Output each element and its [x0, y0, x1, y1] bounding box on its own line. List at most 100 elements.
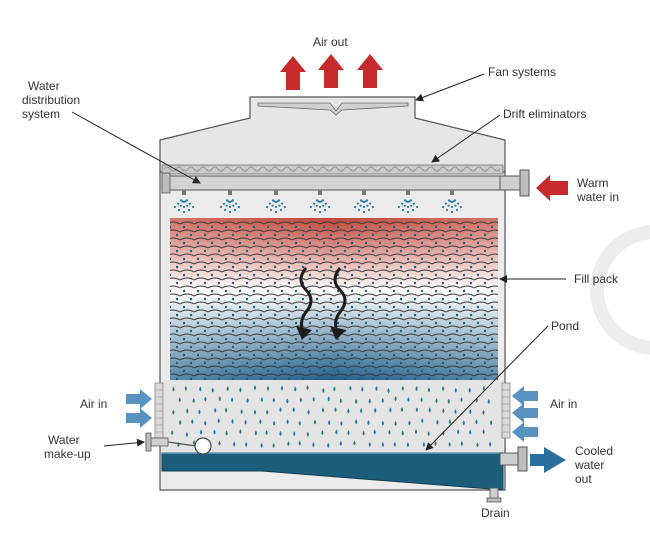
water-droplet	[421, 418, 424, 424]
fill-droplet	[266, 305, 270, 309]
fill-droplet	[420, 369, 424, 373]
water-droplet	[454, 409, 457, 415]
fill-wave-line	[170, 221, 498, 225]
water-droplet	[178, 397, 181, 403]
fill-wave-line	[170, 333, 498, 337]
fill-droplet	[280, 289, 284, 293]
water-droplet	[487, 398, 490, 404]
fill-droplet	[217, 329, 221, 333]
fill-droplet	[427, 265, 431, 269]
air-in-right-arrows	[512, 386, 538, 442]
water-droplet	[368, 398, 371, 404]
water-droplet	[414, 429, 418, 435]
right-arrow-icon	[536, 175, 568, 201]
fill-droplet	[231, 313, 235, 317]
water-droplet	[233, 441, 236, 447]
watermark-ring	[590, 225, 650, 355]
fill-droplet	[378, 321, 382, 325]
fill-droplet	[203, 345, 207, 349]
fill-droplet	[224, 353, 228, 357]
water-droplet	[362, 430, 365, 436]
fill-droplet	[490, 353, 494, 357]
fill-droplet	[448, 321, 452, 325]
fill-droplet	[343, 361, 347, 365]
fill-droplet	[245, 361, 249, 365]
water-droplet	[211, 387, 214, 393]
fill-droplet	[259, 233, 263, 237]
fill-droplet	[280, 273, 284, 277]
fill-droplet	[427, 297, 431, 301]
fill-droplet	[182, 257, 186, 261]
label-cooled-water-out-3: out	[575, 472, 592, 486]
water-droplet	[306, 431, 310, 437]
label-air-out: Air out	[313, 35, 348, 49]
fill-droplet	[224, 321, 228, 325]
fill-droplet	[392, 225, 396, 229]
fill-droplet	[252, 273, 256, 277]
fill-droplet	[273, 297, 277, 301]
water-droplet	[373, 429, 376, 435]
water-droplet	[179, 419, 182, 425]
fill-droplet	[476, 369, 480, 373]
fill-droplet	[357, 297, 361, 301]
fill-droplet	[483, 329, 487, 333]
water-droplet	[231, 397, 234, 403]
fill-droplet	[203, 297, 207, 301]
fill-droplet	[399, 297, 403, 301]
water-droplet	[460, 441, 463, 447]
spray-nozzle-icon	[441, 190, 463, 214]
fill-droplet	[245, 249, 249, 253]
fill-droplet	[497, 346, 498, 348]
fill-droplet	[371, 329, 375, 333]
fill-droplet	[294, 369, 298, 373]
spray-nozzle-icon	[265, 190, 287, 214]
fill-droplet	[238, 321, 242, 325]
fill-droplet	[231, 329, 235, 333]
water-droplet	[191, 419, 194, 425]
fill-droplet	[441, 265, 445, 269]
fill-droplet	[350, 305, 354, 309]
fill-droplet	[490, 289, 494, 293]
fill-droplet	[406, 321, 410, 325]
drift-eliminator-pattern	[163, 166, 501, 172]
fill-droplet	[203, 281, 207, 285]
water-droplet	[279, 430, 282, 436]
fill-droplet	[357, 281, 361, 285]
fill-droplet	[329, 313, 333, 317]
water-droplet	[260, 396, 263, 402]
fill-droplet	[252, 257, 256, 261]
fill-droplet	[413, 233, 417, 237]
fill-droplet	[210, 289, 214, 293]
fill-wave-line	[170, 341, 498, 345]
fill-wave-line	[170, 269, 498, 273]
fill-droplet	[238, 353, 242, 357]
fill-droplet	[294, 321, 298, 325]
water-droplet	[393, 441, 396, 447]
fill-droplet	[301, 265, 305, 269]
drift-eliminators	[161, 164, 504, 175]
fill-droplet	[308, 369, 312, 373]
fill-droplet	[497, 266, 498, 268]
fill-droplet	[378, 337, 382, 341]
fill-droplet	[448, 225, 452, 229]
fill-droplet	[189, 249, 193, 253]
outlet-flange	[517, 446, 528, 472]
water-droplet	[312, 396, 315, 402]
water-droplet	[280, 385, 284, 391]
water-droplet	[172, 409, 175, 415]
fill-droplet	[385, 329, 389, 333]
fill-droplet	[329, 233, 333, 237]
water-droplet	[339, 398, 342, 404]
fill-droplet	[399, 345, 403, 349]
fill-droplet	[189, 313, 193, 317]
fill-droplet	[406, 289, 410, 293]
fill-droplet	[217, 361, 221, 365]
fill-droplet	[322, 369, 326, 373]
fill-droplet	[364, 289, 368, 293]
fill-droplet	[343, 265, 347, 269]
fill-droplet	[287, 345, 291, 349]
fill-droplet	[245, 265, 249, 269]
fill-droplet	[406, 257, 410, 261]
fill-droplet	[462, 305, 466, 309]
fill-droplet	[287, 249, 291, 253]
